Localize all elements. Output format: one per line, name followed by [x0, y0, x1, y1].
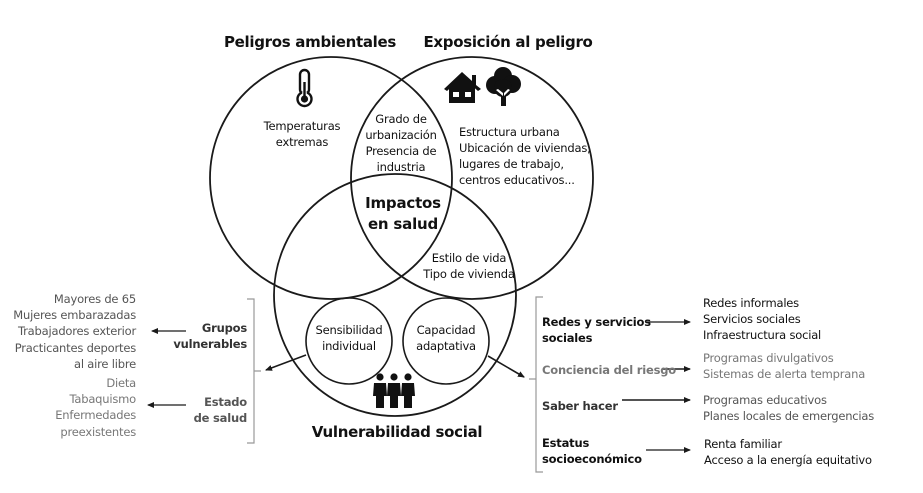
- region-line: Estructura urbana: [459, 125, 560, 139]
- sensitivity-circle: [305, 297, 393, 385]
- list-item: Renta familiar: [704, 437, 782, 451]
- health-status-items: Dieta Tabaquismo Enfermedades preexisten…: [55, 375, 136, 440]
- label-line: vulnerables: [173, 337, 247, 351]
- vulnerable-groups-label: Grupos vulnerables: [173, 320, 247, 352]
- adaptive-arrow: [487, 355, 525, 378]
- list-item: Infraestructura social: [703, 328, 822, 342]
- exposure-title: Exposición al peligro: [423, 33, 593, 51]
- label-line: sociales: [542, 331, 593, 345]
- sensitivity-text: Sensibilidad individual: [316, 322, 383, 354]
- region-line: urbanización: [365, 128, 437, 142]
- list-item: Mujeres embarazadas: [13, 308, 136, 323]
- risk-awareness-items: Programas divulgativos Sistemas de alert…: [703, 350, 865, 382]
- right-bracket: [529, 296, 543, 473]
- list-item: Practicantes deportes: [14, 340, 136, 355]
- region-line: centros educativos...: [459, 173, 575, 187]
- region-line: industria: [376, 160, 426, 174]
- risk-awareness-label: Conciencia del riesgo: [542, 362, 676, 378]
- list-item: Sistemas de alerta temprana: [703, 367, 866, 381]
- exposure-only-text: Estructura urbana Ubicación de viviendas…: [459, 124, 591, 188]
- list-item: Tabaquismo: [69, 392, 136, 407]
- list-item: Enfermedades: [55, 408, 136, 423]
- region-line: adaptativa: [416, 339, 476, 353]
- label-line: Redes y servicios: [542, 315, 651, 329]
- label-line: de salud: [193, 411, 248, 425]
- vulnerability-title: Vulnerabilidad social: [311, 423, 483, 441]
- region-line: Sensibilidad: [315, 323, 383, 337]
- list-item: Programas educativos: [703, 393, 827, 407]
- list-item: Trabajadores exterior: [18, 324, 136, 339]
- label-line: socioeconómico: [542, 452, 642, 466]
- list-item: Acceso a la energía equitativo: [704, 453, 872, 467]
- list-item: Programas divulgativos: [703, 351, 834, 365]
- region-line: en salud: [367, 215, 439, 233]
- label-line: Grupos: [201, 321, 247, 335]
- tree-icon: [486, 67, 521, 106]
- socioeconomic-items: Renta familiar Acceso a la energía equit…: [704, 436, 872, 468]
- region-line: lugares de trabajo,: [459, 157, 564, 171]
- hazards-circle: [209, 56, 453, 300]
- list-item: Mayores de 65: [53, 292, 136, 306]
- hazards-only-text: Temperaturas extremas: [264, 118, 341, 150]
- sensitivity-arrow: [265, 354, 307, 371]
- region-line: extremas: [275, 135, 329, 149]
- adaptive-capacity-text: Capacidad adaptativa: [416, 322, 476, 354]
- region-line: Ubicación de viviendas,: [459, 141, 591, 155]
- left-bracket: [247, 298, 261, 444]
- adaptive-capacity-circle: [402, 297, 490, 385]
- exposure-vulnerability-text: Estilo de vida Tipo de vivienda: [423, 250, 515, 282]
- exposure-circle: [350, 56, 594, 300]
- region-line: Impactos: [365, 194, 441, 212]
- label-line: Estado: [204, 395, 247, 409]
- list-item: preexistentes: [60, 424, 136, 439]
- label-line: Estatus: [542, 436, 590, 450]
- list-item: Dieta: [106, 376, 136, 390]
- know-how-items: Programas educativos Planes locales de e…: [703, 392, 874, 424]
- health-status-label: Estado de salud: [193, 394, 248, 426]
- region-line: Grado de: [375, 112, 427, 126]
- list-item: Servicios sociales: [703, 312, 801, 326]
- social-networks-label: Redes y servicios sociales: [542, 314, 651, 346]
- people-group-icon: [373, 373, 415, 408]
- social-networks-items: Redes informales Servicios sociales Infr…: [703, 295, 821, 343]
- region-line: Presencia de: [365, 144, 437, 158]
- region-line: Temperaturas: [263, 119, 341, 133]
- hazards-exposure-text: Grado de urbanización Presencia de indus…: [365, 111, 437, 175]
- house-icon: [444, 72, 481, 103]
- list-item: al aire libre: [74, 356, 136, 371]
- vulnerability-circle: [273, 173, 517, 417]
- health-impacts-text: Impactos en salud: [365, 193, 441, 235]
- socioeconomic-status-label: Estatus socioeconómico: [542, 435, 642, 467]
- thermometer-icon: [296, 68, 313, 108]
- vulnerable-groups-items: Mayores de 65 Mujeres embarazadas Trabaj…: [13, 291, 136, 372]
- region-line: Capacidad: [416, 323, 476, 337]
- list-item: Planes locales de emergencias: [703, 409, 875, 423]
- label-line: Conciencia del riesgo: [542, 363, 676, 377]
- list-item: Redes informales: [703, 296, 799, 310]
- know-how-label: Saber hacer: [542, 398, 618, 414]
- region-line: Estilo de vida: [431, 251, 507, 265]
- label-line: Saber hacer: [542, 399, 618, 413]
- region-line: Tipo de vivienda: [423, 267, 515, 281]
- hazards-title: Peligros ambientales: [223, 33, 397, 51]
- region-line: individual: [322, 339, 376, 353]
